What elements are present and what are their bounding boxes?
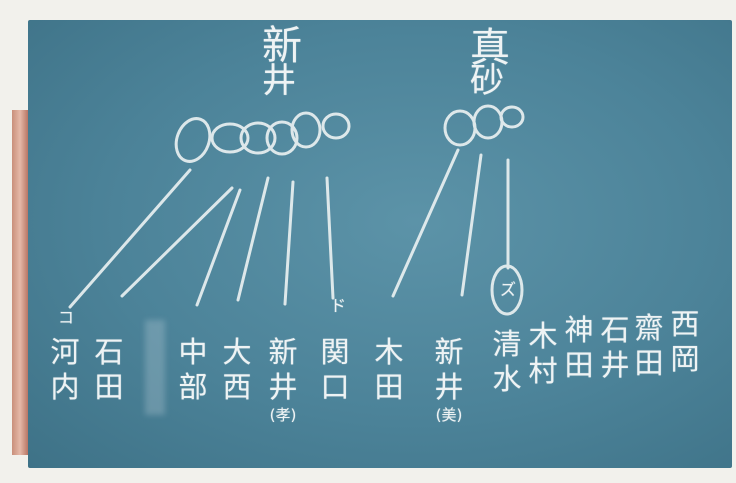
header-char: 砂 (470, 61, 504, 101)
chalk-smudge (145, 320, 165, 415)
name-column: 新 井 (美) (432, 338, 466, 429)
name-char: 水 (492, 362, 522, 396)
cluster-oval (499, 105, 525, 129)
header-manago-chars: 真 砂 (470, 28, 510, 98)
name-note: (美) (435, 406, 463, 424)
name-column: 清 水 (490, 330, 524, 400)
name-char: 新 (434, 335, 464, 369)
name-char: 石 (94, 335, 124, 369)
cluster-oval (443, 109, 477, 147)
cluster-oval (239, 121, 277, 155)
name-char: 齋 (634, 311, 664, 345)
name-char: 井 (434, 370, 464, 404)
name-column: 中 部 (176, 338, 210, 408)
name-char: 河 (50, 335, 80, 369)
name-column: 西 岡 (668, 310, 702, 380)
cluster-oval (472, 104, 504, 140)
name-column: 木 田 (372, 338, 406, 408)
name-column: 木 村 (526, 322, 560, 392)
name-char: 井 (600, 348, 630, 382)
mark-do: ド (330, 296, 347, 315)
name-char: 口 (320, 370, 350, 404)
name-char: 田 (564, 348, 594, 382)
name-char: 井 (268, 370, 298, 404)
header-char: 真 (470, 25, 510, 71)
name-column: 齋 田 (632, 314, 666, 384)
header-char: 井 (262, 61, 296, 101)
name-char: 大 (222, 335, 252, 369)
name-column: 神 田 (562, 316, 596, 386)
cluster-oval (174, 117, 212, 163)
name-column: 関 口 (318, 338, 352, 408)
header-char: 新 (262, 23, 302, 69)
cluster-oval (265, 120, 299, 156)
cluster-oval (210, 122, 250, 154)
name-char: 内 (50, 370, 80, 404)
name-char: 中 (178, 335, 208, 369)
name-char: 関 (320, 335, 350, 369)
name-column: 石 田 (92, 338, 126, 408)
name-column: 河 内 (48, 338, 82, 408)
name-char: 木 (528, 319, 558, 353)
name-char: 神 (564, 313, 594, 347)
board-wooden-edge (12, 110, 28, 455)
name-char: 田 (94, 370, 124, 404)
name-char: 村 (528, 354, 558, 388)
name-char: 西 (222, 370, 252, 404)
name-char: 新 (268, 335, 298, 369)
name-char: 清 (492, 327, 522, 361)
name-char: 田 (374, 370, 404, 404)
chalkboard (28, 20, 732, 468)
name-note: (孝) (269, 406, 297, 424)
mark-kou: コ (58, 308, 75, 327)
name-char: 西 (670, 307, 700, 341)
cluster-oval (290, 111, 322, 149)
name-column: 大 西 (220, 338, 254, 408)
mark-circled-zu: ズ (500, 280, 517, 299)
name-char: 田 (634, 346, 664, 380)
name-column: 新 井 (孝) (266, 338, 300, 429)
name-column: 石 井 (598, 316, 632, 386)
name-char: 石 (600, 313, 630, 347)
name-char: 岡 (670, 342, 700, 376)
name-char: 部 (178, 370, 208, 404)
cluster-oval (321, 112, 351, 140)
header-arai-chars: 新 井 (262, 26, 302, 98)
name-char: 木 (374, 335, 404, 369)
